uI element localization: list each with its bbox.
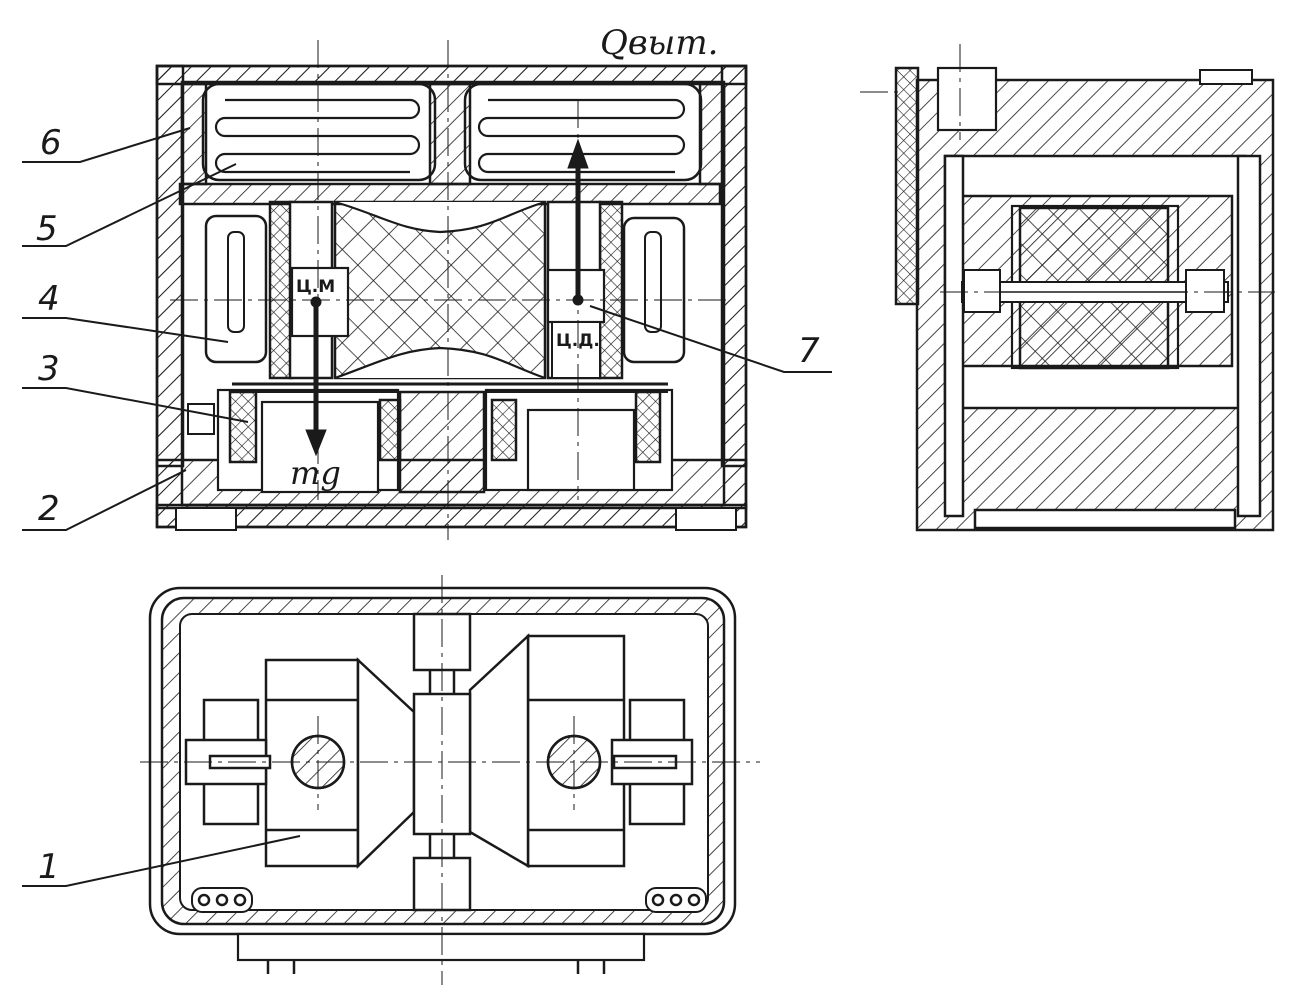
- coil-right: [463, 82, 703, 182]
- label-7: 7: [798, 331, 820, 371]
- leader-lines: [22, 127, 832, 887]
- force-label-top: Qвыт.: [600, 23, 718, 63]
- side-section-view: [894, 66, 1275, 532]
- label-2: 2: [38, 489, 60, 529]
- label-1: 1: [38, 847, 60, 887]
- mass-center-label: Ц.М: [296, 277, 335, 297]
- label-3: 3: [38, 349, 60, 389]
- force-arrows: [305, 138, 589, 457]
- front-section-view: [155, 64, 748, 531]
- plan-centerlines: [140, 575, 760, 985]
- weight-label: mg: [290, 454, 341, 492]
- label-4: 4: [38, 279, 60, 319]
- label-5: 5: [36, 209, 58, 249]
- label-6: 6: [40, 123, 62, 163]
- side-centerlines: [860, 44, 1275, 293]
- pressure-center-label: Ц.Д.: [556, 331, 600, 351]
